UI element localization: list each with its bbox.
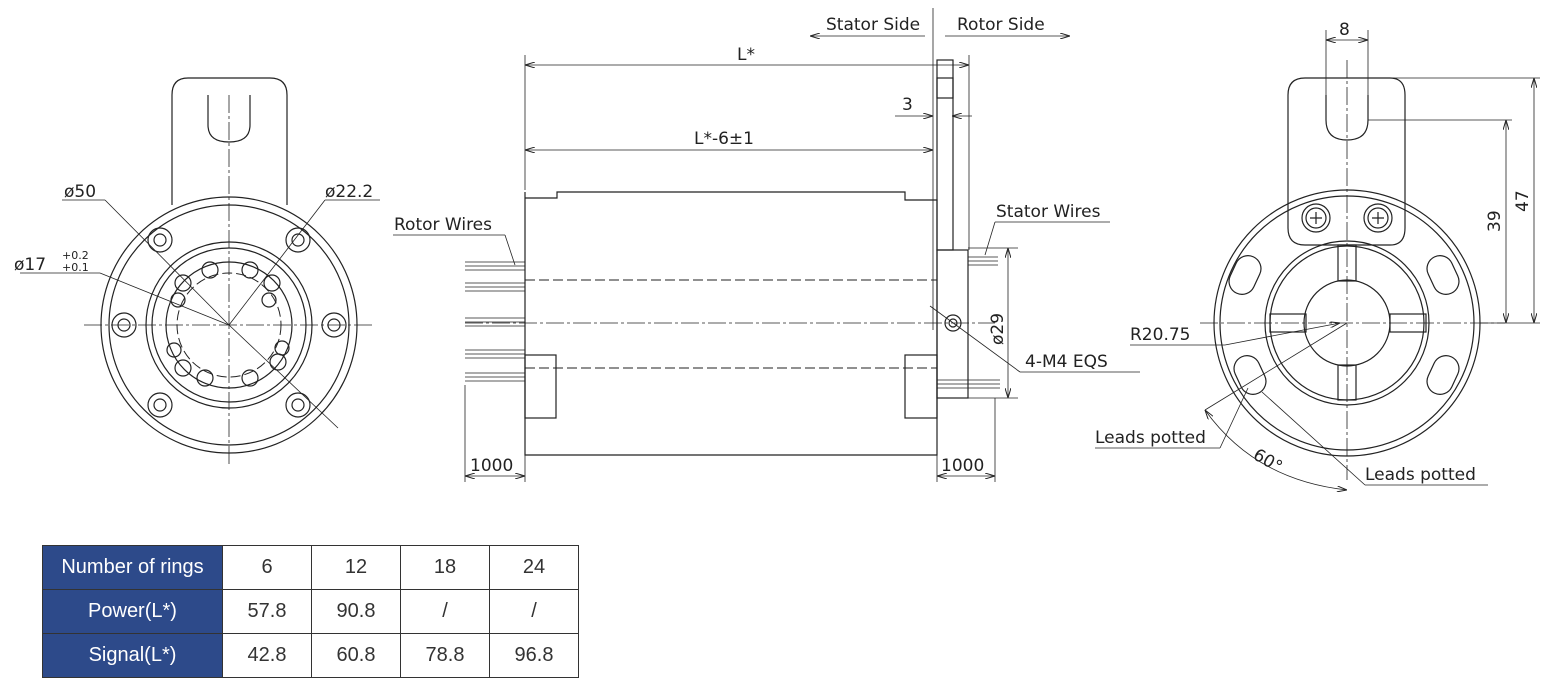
table-cell: 42.8 bbox=[222, 633, 312, 678]
small-holes bbox=[166, 261, 290, 387]
m4-label: 4-M4 EQS bbox=[1025, 352, 1108, 372]
table-cell: / bbox=[400, 589, 490, 634]
rotor-wires bbox=[465, 261, 525, 382]
table-cell: 24 bbox=[489, 545, 579, 590]
side-view: Stator Side Rotor Side L* L*-6±1 3 bbox=[393, 8, 1140, 482]
row-header: Signal(L*) bbox=[42, 633, 223, 678]
phi22-label: ø22.2 bbox=[325, 182, 373, 202]
stator-wires bbox=[937, 256, 1000, 389]
table-row: Signal(L*) 42.8 60.8 78.8 96.8 bbox=[42, 633, 579, 678]
table-cell: 18 bbox=[400, 545, 490, 590]
specification-table: Number of rings 6 12 18 24 Power(L*) 57.… bbox=[42, 545, 579, 678]
dim-3-label: 3 bbox=[902, 95, 913, 115]
tolerance-lower: +0.1 bbox=[62, 261, 89, 274]
table-cell: / bbox=[489, 589, 579, 634]
L-minus-label: L*-6±1 bbox=[694, 129, 754, 149]
potted-leads bbox=[1228, 255, 1460, 395]
rotor-wires-label: Rotor Wires bbox=[394, 215, 492, 235]
length-right-label: 1000 bbox=[941, 456, 984, 476]
row-header: Number of rings bbox=[42, 545, 223, 590]
table-row: Number of rings 6 12 18 24 bbox=[42, 545, 579, 590]
phi29-label: ø29 bbox=[988, 313, 1008, 345]
table-cell: 12 bbox=[311, 545, 401, 590]
table-cell: 78.8 bbox=[400, 633, 490, 678]
table-cell: 60.8 bbox=[311, 633, 401, 678]
bolt-holes bbox=[111, 227, 347, 418]
dim-47-label: 47 bbox=[1513, 190, 1533, 212]
rear-view: 8 39 47 R20.75 Leads potted Leads potted… bbox=[1095, 20, 1540, 490]
table-cell: 96.8 bbox=[489, 633, 579, 678]
table-cell: 90.8 bbox=[311, 589, 401, 634]
leads-potted-2-label: Leads potted bbox=[1365, 465, 1476, 485]
dim-8-label: 8 bbox=[1339, 20, 1350, 40]
phi50-label: ø50 bbox=[64, 182, 96, 202]
stator-wires-label: Stator Wires bbox=[996, 202, 1101, 222]
tolerance-upper: +0.2 bbox=[62, 249, 89, 262]
stator-side-label: Stator Side bbox=[826, 15, 920, 35]
dim-39-label: 39 bbox=[1485, 210, 1505, 232]
L-label: L* bbox=[737, 45, 755, 65]
front-view: ø50 ø22.2 ø17 +0.2 +0.1 bbox=[14, 77, 380, 465]
r2075-label: R20.75 bbox=[1130, 325, 1190, 345]
leads-potted-1-label: Leads potted bbox=[1095, 428, 1206, 448]
phi17-label: ø17 bbox=[14, 255, 46, 275]
table-row: Power(L*) 57.8 90.8 / / bbox=[42, 589, 579, 634]
table-cell: 57.8 bbox=[222, 589, 312, 634]
rotor-side-label: Rotor Side bbox=[957, 15, 1045, 35]
length-left-label: 1000 bbox=[470, 456, 513, 476]
row-header: Power(L*) bbox=[42, 589, 223, 634]
table-cell: 6 bbox=[222, 545, 312, 590]
